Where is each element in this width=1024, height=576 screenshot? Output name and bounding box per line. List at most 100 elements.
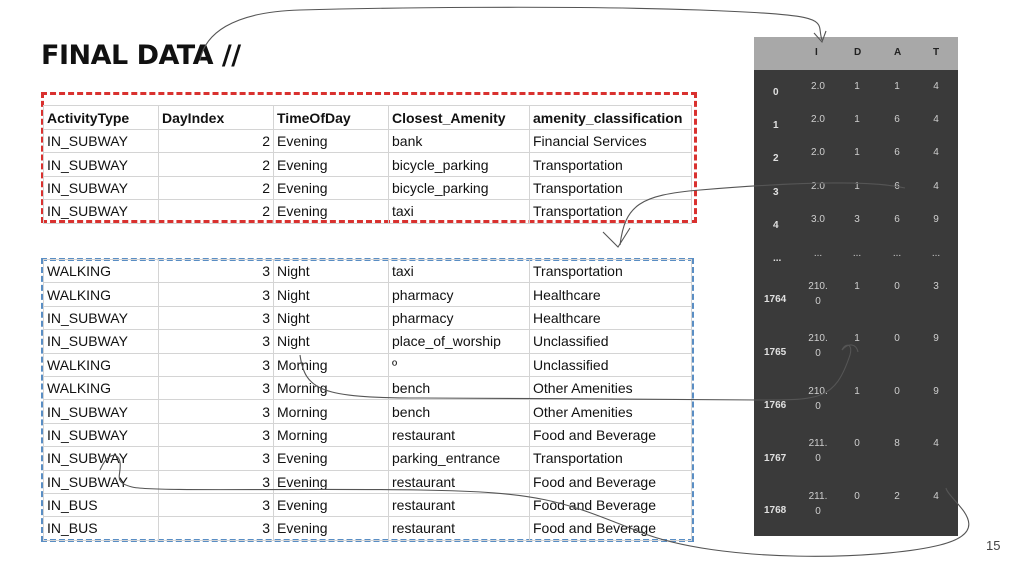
table-cell: restaurant: [388, 516, 530, 541]
slide-title: FINAL DATA //: [41, 40, 241, 71]
table-cell: TimeOfDay: [273, 105, 389, 130]
table-cell: 3: [158, 352, 274, 377]
panel-cell: 210. 0: [808, 281, 828, 307]
panel-cell: 4: [933, 491, 939, 502]
table-cell: IN_SUBWAY: [43, 329, 159, 354]
table-cell: Food and Beverage: [529, 422, 692, 448]
table-cell: IN_SUBWAY: [43, 305, 159, 331]
table-cell: Night: [273, 282, 389, 307]
scribble-arrow-title-to-panel: [199, 6, 823, 61]
table-cell: WALKING: [43, 375, 159, 401]
table-cell: Night: [273, 305, 389, 331]
panel-cell: 1: [854, 147, 860, 158]
table-cell: º: [388, 352, 530, 377]
scribble-arrow-head-panel: [813, 30, 827, 44]
panel-cell: 210. 0: [808, 386, 828, 412]
table-cell: pharmacy: [388, 282, 530, 307]
panel-cell: 8: [894, 438, 900, 449]
table-cell: 3: [158, 282, 274, 307]
table-cell: Healthcare: [529, 282, 692, 307]
table-cell: bank: [388, 128, 530, 154]
panel-cell: 210. 0: [808, 333, 828, 359]
panel-cell: 1: [854, 114, 860, 125]
table-cell: 3: [158, 329, 274, 354]
table-cell: IN_SUBWAY: [43, 446, 159, 471]
panel-row-index: 1766: [764, 400, 787, 411]
panel-cell: 1: [854, 333, 860, 344]
table-cell: Evening: [273, 492, 389, 518]
panel-cell: 0: [854, 438, 860, 449]
table-cell: Transportation: [529, 446, 692, 471]
panel-cell: 2.0: [811, 181, 825, 192]
panel-cell: 4: [933, 114, 939, 125]
table-cell: 2: [158, 152, 274, 177]
table-cell: Morning: [273, 422, 389, 448]
table-cell: 3: [158, 258, 274, 284]
panel-cell: ...: [892, 248, 902, 259]
panel-cell: 6: [894, 147, 900, 158]
panel-cell: 211. 0: [808, 438, 828, 464]
panel-cell: 4: [933, 181, 939, 192]
table-cell: Morning: [273, 399, 389, 424]
table-cell: WALKING: [43, 258, 159, 284]
table-cell: IN_SUBWAY: [43, 152, 159, 177]
table-cell: 3: [158, 305, 274, 331]
table-cell: Evening: [273, 446, 389, 471]
panel-row-index: ...: [773, 253, 782, 264]
panel-row-index: 4: [773, 220, 779, 231]
panel-cell: 2.0: [811, 147, 825, 158]
table-cell: bench: [388, 399, 530, 424]
panel-row-index: 0: [773, 87, 779, 98]
panel-cell: ...: [813, 248, 823, 259]
table-cell: Unclassified: [529, 352, 692, 377]
panel-cell: 2.0: [811, 81, 825, 92]
page-number: 15: [986, 538, 1001, 553]
panel-cell: 6: [894, 114, 900, 125]
table-cell: Night: [273, 329, 389, 354]
scribble-arrow-panel-to-table: [619, 182, 906, 246]
table-cell: Transportation: [529, 199, 692, 224]
table-cell: WALKING: [43, 352, 159, 377]
scribble-arrow-head-table: [602, 227, 631, 248]
panel-cell: ...: [852, 248, 862, 259]
panel-column-header: T: [933, 47, 940, 58]
table-cell: Financial Services: [529, 128, 692, 154]
table-cell: IN_SUBWAY: [43, 175, 159, 201]
table-cell: 2: [158, 199, 274, 224]
table-cell: parking_entrance: [388, 446, 530, 471]
table-cell: Transportation: [529, 258, 692, 284]
table-cell: IN_BUS: [43, 516, 159, 541]
panel-cell: ...: [931, 248, 941, 259]
table-cell: WALKING: [43, 282, 159, 307]
table-cell: Other Amenities: [529, 399, 692, 424]
table-cell: bicycle_parking: [388, 152, 530, 177]
panel-row-index: 2: [773, 153, 779, 164]
panel-cell: 6: [894, 214, 900, 225]
panel-cell: 0: [854, 491, 860, 502]
table-cell: IN_SUBWAY: [43, 399, 159, 424]
panel-cell: 3.0: [811, 214, 825, 225]
scribble-loop-bottom: [99, 454, 970, 557]
panel-cell: 1: [854, 181, 860, 192]
table-cell: Unclassified: [529, 329, 692, 354]
table-cell: amenity_classification: [529, 105, 692, 130]
table-cell: 3: [158, 399, 274, 424]
table-cell: restaurant: [388, 422, 530, 448]
table-cell: IN_SUBWAY: [43, 199, 159, 224]
table-cell: taxi: [388, 258, 530, 284]
panel-row-index: 1768: [764, 505, 787, 516]
panel-row-index: 1767: [764, 453, 787, 464]
table-cell: bench: [388, 375, 530, 401]
panel-cell: 9: [933, 386, 939, 397]
